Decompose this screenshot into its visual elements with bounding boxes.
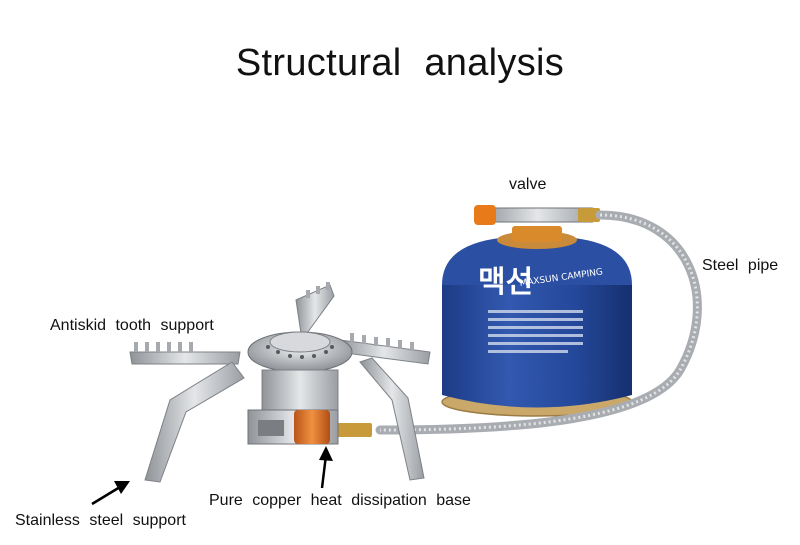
arrow-stainless-support (91, 481, 130, 506)
canister-brand: 맥선 (478, 265, 533, 300)
label-antiskid-tooth-support: Antiskid tooth support (50, 317, 214, 334)
gas-canister: 맥선 MAXSUN CAMPING (441, 226, 633, 417)
diagram-title: Structural analysis (235, 42, 565, 84)
label-valve: valve (509, 176, 547, 193)
steel-pipe-braid (379, 213, 699, 432)
copper-base (294, 410, 330, 444)
pipe-connector (332, 423, 372, 437)
valve-part (474, 205, 600, 225)
label-copper-base: Pure copper heat dissipation base (209, 492, 471, 509)
label-steel-pipe: Steel pipe (702, 257, 779, 274)
label-stainless-support: Stainless steel support (15, 512, 186, 529)
stove (129, 282, 431, 483)
arrow-copper-base (319, 446, 333, 489)
